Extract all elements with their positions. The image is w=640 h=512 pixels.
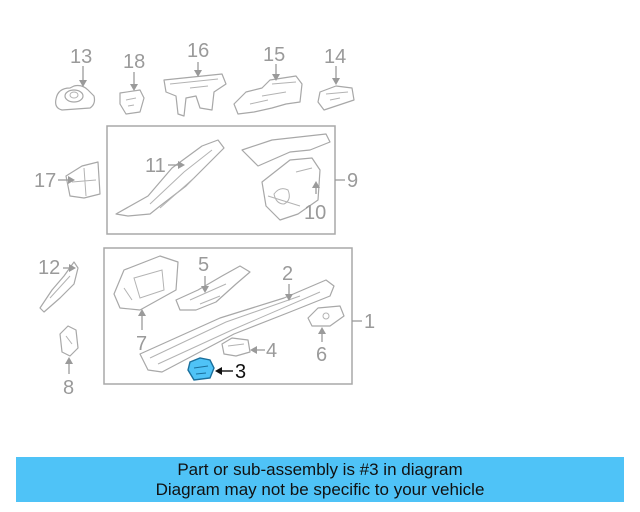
parts-diagram: 13 18 16 15 14 9 11 10 [34,40,375,399]
callout-12: 12 [38,257,60,279]
part-18 [119,89,145,115]
part-8 [59,325,79,357]
callout-8: 8 [63,377,74,399]
part-5 [175,265,251,311]
callout-4: 4 [266,340,277,362]
part-14 [317,85,355,111]
banner-line-1: Part or sub-assembly is #3 in diagram [177,460,463,479]
part-6 [307,305,345,327]
part-7 [113,255,179,311]
part-16 [163,73,227,117]
part-4 [221,337,251,357]
part-15 [233,75,303,115]
callout-1: 1 [364,311,375,333]
part-10 [241,133,331,221]
callout-3: 3 [235,361,246,383]
callout-7: 7 [136,333,147,355]
info-banner: Part or sub-assembly is #3 in diagram Di… [16,457,624,502]
group-frame-1 [103,247,353,385]
callout-10: 10 [304,202,326,224]
part-2 [139,279,335,373]
part-3-highlighted[interactable] [187,357,215,381]
callout-9: 9 [347,170,358,192]
callout-17: 17 [34,170,56,192]
banner-line-2: Diagram may not be specific to your vehi… [155,480,485,499]
part-13 [55,84,96,111]
callout-13: 13 [70,46,92,68]
callout-2: 2 [282,263,293,285]
callout-14: 14 [324,46,346,68]
callout-6: 6 [316,344,327,366]
callout-11: 11 [145,155,166,177]
callout-18: 18 [123,51,145,73]
callout-15: 15 [263,44,285,66]
callout-16: 16 [187,40,209,62]
part-17 [65,161,101,199]
part-12 [39,261,79,313]
part-11 [115,139,225,217]
callout-5: 5 [198,254,209,276]
